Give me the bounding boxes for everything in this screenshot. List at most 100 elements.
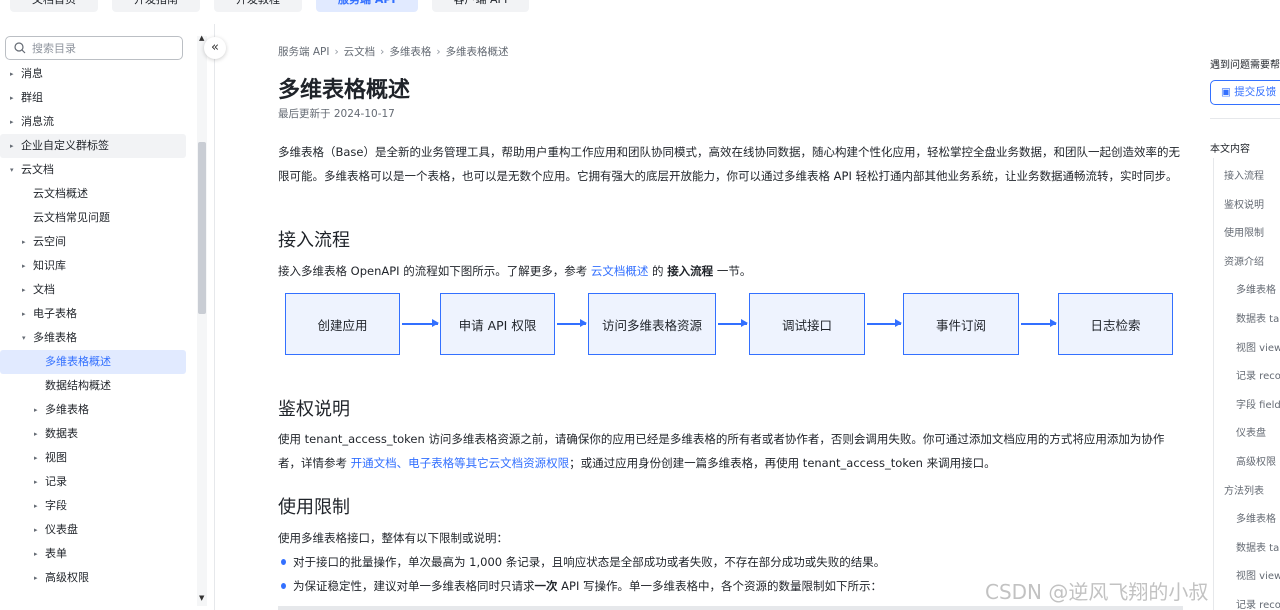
sidebar-item[interactable]: ▸数据表 bbox=[0, 422, 186, 446]
caret-right-icon[interactable]: ▸ bbox=[22, 262, 26, 270]
scrollbar-thumb[interactable] bbox=[198, 142, 206, 314]
tab-dev-tutorial[interactable]: 开发教程 bbox=[214, 0, 302, 12]
text: 为保证稳定性，建议对单一多维表格同时只请求 bbox=[293, 579, 535, 593]
breadcrumb-item[interactable]: 服务端 API bbox=[278, 46, 330, 58]
sidebar-item[interactable]: ▸字段 bbox=[0, 494, 186, 518]
collapse-sidebar-button[interactable]: « bbox=[204, 37, 226, 59]
sidebar-item[interactable]: ▸表单 bbox=[0, 542, 186, 566]
auth-paragraph: 使用 tenant_access_token 访问多维表格资源之前，请确保你的应… bbox=[278, 427, 1183, 475]
text: ；或通过应用身份创建一篇多维表格，再使用 tenant_access_token… bbox=[569, 456, 996, 470]
arrow-right-icon bbox=[557, 320, 587, 326]
sidebar-item[interactable]: ▸ 消息 bbox=[0, 62, 186, 86]
flow-step: 创建应用 bbox=[285, 293, 400, 355]
tab-docs-home[interactable]: 文档首页 bbox=[10, 0, 98, 12]
last-updated: 最后更新于 2024-10-17 bbox=[278, 108, 395, 120]
sidebar-item[interactable]: ▾ 多维表格 bbox=[0, 326, 186, 350]
sidebar-item[interactable]: ▸消息流 bbox=[0, 110, 186, 134]
caret-right-icon[interactable]: ▸ bbox=[34, 430, 38, 438]
flow-step: 访问多维表格资源 bbox=[588, 293, 716, 355]
toc-item[interactable]: 记录 record bbox=[1236, 371, 1280, 383]
toc-item[interactable]: 鉴权说明 bbox=[1224, 199, 1264, 211]
limits-list: 对于接口的批量操作，单次最高为 1,000 条记录，且响应状态是全部成功或者失败… bbox=[278, 550, 978, 598]
text: 的 bbox=[648, 264, 668, 278]
caret-down-icon[interactable]: ▾ bbox=[22, 334, 26, 342]
page-title: 多维表格概述 bbox=[278, 78, 411, 103]
toc-item[interactable]: 方法列表 bbox=[1224, 485, 1264, 497]
limits-paragraph: 使用多维表格接口，整体有以下限制或说明： bbox=[278, 531, 508, 545]
toc-item[interactable]: 使用限制 bbox=[1224, 228, 1264, 240]
toc-rail bbox=[1213, 158, 1214, 610]
caret-right-icon[interactable]: ▸ bbox=[34, 550, 38, 558]
flow-step: 日志检索 bbox=[1058, 293, 1173, 355]
caret-right-icon[interactable]: ▸ bbox=[22, 286, 26, 294]
caret-right-icon[interactable]: ▸ bbox=[10, 118, 14, 126]
sidebar-item[interactable]: ▸ 记录 bbox=[0, 470, 186, 494]
caret-right-icon[interactable]: ▸ bbox=[34, 406, 38, 414]
scroll-up-icon[interactable]: ▲ bbox=[199, 34, 205, 42]
bold-text: 接入流程 bbox=[667, 264, 714, 278]
caret-right-icon[interactable]: ▸ bbox=[34, 454, 38, 462]
sidebar-item-label: 记录 bbox=[45, 475, 67, 488]
sidebar-item[interactable]: ▸群组 bbox=[0, 86, 186, 110]
scroll-down-icon[interactable]: ▼ bbox=[199, 594, 205, 602]
sidebar-item[interactable]: ▸文档 bbox=[0, 278, 186, 302]
feedback-label: 提交反馈 bbox=[1234, 86, 1277, 98]
toc-item[interactable]: 多维表格 bbox=[1236, 514, 1276, 526]
sidebar-item[interactable]: ▸云空间 bbox=[0, 230, 186, 254]
toc-item[interactable]: 数据表 table bbox=[1236, 314, 1280, 325]
sidebar-scrollbar[interactable]: ▲▼ bbox=[197, 34, 207, 606]
sidebar-item[interactable]: 数据结构概述 bbox=[0, 374, 186, 398]
tab-client-api[interactable]: 客户端 API bbox=[431, 0, 530, 12]
sidebar: 搜索目录 ▸ 消息 ▸群组▸消息流▸企业自定义群标签 ▾ 云文档云文档概述云文档常见问题… bbox=[0, 24, 196, 610]
sidebar-item[interactable]: ▾ 云文档 bbox=[0, 158, 186, 182]
link-cloud-doc-overview[interactable]: 云文档概述 bbox=[590, 264, 649, 278]
toc-item[interactable]: 资源介绍 bbox=[1224, 256, 1264, 268]
toc-item[interactable]: 数据表 table bbox=[1236, 542, 1280, 554]
tab-dev-guide[interactable]: 开发指南 bbox=[112, 0, 200, 12]
list-item: 对于接口的批量操作，单次最高为 1,000 条记录，且响应状态是全部成功或者失败… bbox=[278, 550, 978, 574]
toc-item[interactable]: 高级权限 bbox=[1236, 457, 1276, 468]
toc-item[interactable]: 多维表格 bbox=[1236, 285, 1276, 297]
section-heading-limits: 使用限制 bbox=[278, 497, 350, 518]
toc-item[interactable]: 接入流程 bbox=[1224, 171, 1264, 182]
sidebar-item[interactable]: ▸视图 bbox=[0, 446, 186, 470]
toc-item[interactable]: 记录 record bbox=[1236, 600, 1280, 610]
caret-down-icon[interactable]: ▾ bbox=[10, 166, 14, 174]
link-permissions[interactable]: 开通文档、电子表格等其它云文档资源权限 bbox=[350, 456, 570, 470]
sidebar-item-label: 多维表格 bbox=[33, 331, 77, 344]
search-input[interactable]: 搜索目录 bbox=[5, 36, 183, 60]
sidebar-item-label: 消息 bbox=[21, 67, 43, 80]
caret-right-icon[interactable]: ▸ bbox=[22, 238, 26, 246]
sidebar-item-label: 云文档 bbox=[21, 163, 54, 176]
toc-item[interactable]: 字段 field bbox=[1236, 399, 1280, 411]
toc-item[interactable]: 视图 view bbox=[1236, 342, 1280, 354]
caret-right-icon[interactable]: ▸ bbox=[22, 310, 26, 318]
caret-right-icon[interactable]: ▸ bbox=[34, 574, 38, 582]
sidebar-item[interactable]: ▸电子表格 bbox=[0, 302, 186, 326]
sidebar-item[interactable]: ▸多维表格 bbox=[0, 398, 186, 422]
breadcrumb-item[interactable]: 云文档 bbox=[343, 46, 376, 58]
caret-right-icon[interactable]: ▸ bbox=[34, 502, 38, 510]
caret-right-icon[interactable]: ▸ bbox=[10, 94, 14, 102]
caret-right-icon[interactable]: ▸ bbox=[34, 478, 38, 486]
sidebar-item[interactable]: ▸知识库 bbox=[0, 254, 186, 278]
tab-server-api[interactable]: 服务端 API bbox=[316, 0, 418, 12]
sidebar-item[interactable]: 云文档常见问题 bbox=[0, 206, 186, 230]
caret-right-icon[interactable]: ▸ bbox=[34, 526, 38, 534]
bold-text: 一次 bbox=[534, 579, 558, 593]
breadcrumb-item[interactable]: 多维表格 bbox=[389, 46, 432, 58]
chevron-right-icon: › bbox=[380, 46, 385, 58]
sidebar-item[interactable]: 云文档概述 bbox=[0, 182, 186, 206]
section-heading-access-flow: 接入流程 bbox=[278, 230, 350, 251]
sidebar-item[interactable]: ▸企业自定义群标签 bbox=[0, 134, 186, 158]
caret-right-icon[interactable]: ▸ bbox=[10, 142, 14, 150]
sidebar-item[interactable]: ▸仪表盘 bbox=[0, 518, 186, 542]
toc-item[interactable]: 仪表盘 bbox=[1236, 428, 1266, 440]
search-icon bbox=[14, 42, 26, 54]
caret-right-icon[interactable]: ▸ bbox=[10, 70, 14, 78]
sidebar-item-label: 数据结构概述 bbox=[45, 379, 111, 392]
sidebar-item[interactable]: ▸高级权限 bbox=[0, 566, 186, 590]
toc-item[interactable]: 视图 view bbox=[1236, 571, 1280, 583]
sidebar-item[interactable]: 多维表格概述 bbox=[0, 350, 186, 374]
feedback-button[interactable]: ▣ 提交反馈 bbox=[1210, 80, 1280, 105]
